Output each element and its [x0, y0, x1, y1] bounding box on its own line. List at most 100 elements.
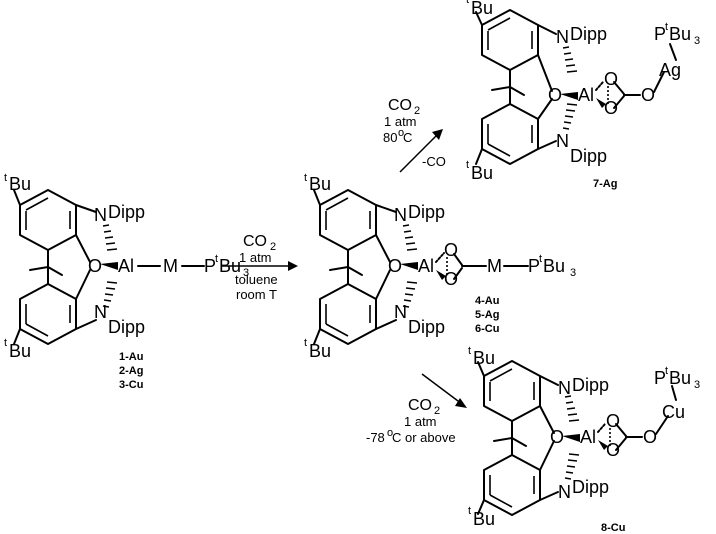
product-ag-tBu-top-t: t	[466, 0, 469, 6]
product-cu-N-bot: N	[558, 482, 571, 502]
reactant-tBu-top-t: t	[4, 172, 7, 184]
reactant-Dipp-top: Dipp	[108, 202, 145, 222]
compound-label-5-ag: 5-Ag	[475, 309, 499, 321]
intermediate-PBu: Bu	[543, 256, 565, 276]
reactant-tBu-top: Bu	[9, 174, 31, 194]
reactant-Dipp-bot: Dipp	[108, 317, 145, 337]
product-ag-N-top: N	[556, 27, 569, 47]
down-arrow-co2: CO	[408, 397, 432, 414]
down-arrow-pressure: 1 atm	[404, 414, 437, 429]
product-ag-O-b: O	[604, 98, 618, 118]
product-ag-PBu-3: 3	[694, 35, 700, 47]
main-arrow-pressure: 1 atm	[239, 250, 272, 265]
compound-label-1-au: 1-Au	[119, 351, 143, 363]
compound-label-6-cu: 6-Cu	[475, 323, 499, 335]
up-arrow-temp-unit: C	[403, 130, 412, 145]
reactant-PBu-3: 3	[243, 267, 249, 279]
compound-label-2-ag: 2-Ag	[119, 365, 143, 377]
intermediate-O-b: O	[444, 269, 458, 289]
reactant-M: M	[163, 256, 178, 276]
intermediate-P: P	[528, 256, 540, 276]
reactant-P: P	[204, 256, 216, 276]
up-arrow-deg: o	[398, 127, 404, 139]
intermediate-tBu-bot: Bu	[309, 341, 331, 361]
product-ag-N-bot: N	[556, 131, 569, 151]
compound-label-4-au: 4-Au	[475, 295, 499, 307]
product-cu-O-a: O	[606, 411, 620, 431]
main-arrow-co2-2: 2	[270, 241, 276, 253]
reactant-Al: Al	[118, 256, 134, 276]
intermediate-N-top: N	[394, 205, 407, 225]
up-arrow-temp: 80	[383, 130, 397, 145]
product-cu-PBu-3: 3	[694, 379, 700, 391]
intermediate-N-bot: N	[394, 302, 407, 322]
product-ag-Al: Al	[578, 85, 594, 105]
compound-label-7-ag: 7-Ag	[593, 178, 617, 190]
down-arrow-temp: -78	[366, 430, 385, 445]
intermediate-tBu-bot-t: t	[304, 337, 307, 349]
product-cu-O-b: O	[606, 440, 620, 460]
intermediate-Dipp-bot: Dipp	[408, 317, 445, 337]
reactant-P-t: t	[215, 253, 218, 265]
product-cu-O-c: O	[643, 427, 657, 447]
up-arrow-co2-2: 2	[414, 105, 420, 117]
product-ag-O-c: O	[641, 85, 655, 105]
product-cu-Dipp-bot: Dipp	[572, 477, 609, 497]
intermediate-PBu-3: 3	[570, 267, 576, 279]
compound-label-8-cu: 8-Cu	[601, 522, 625, 534]
product-cu-Dipp-top: Dipp	[572, 375, 609, 395]
product-cu-O-ring: O	[550, 427, 564, 447]
intermediate-O-a: O	[444, 240, 458, 260]
product-ag-O-ring: O	[548, 85, 562, 105]
reactant-N-bot: N	[94, 302, 107, 322]
up-arrow: CO 2 1 atm 80 o C -CO	[383, 97, 446, 173]
reactant-tBu-bot: Bu	[9, 341, 31, 361]
product-ag-metal: Ag	[659, 60, 681, 80]
intermediate-O-ring: O	[388, 256, 402, 276]
compound-label-3-cu: 3-Cu	[119, 379, 143, 391]
product-ag-tBu-top: Bu	[471, 0, 493, 18]
down-arrow: CO 2 1 atm -78 o C or above	[366, 373, 467, 445]
product-cu-P: P	[654, 368, 666, 388]
product-ag-structure: O Al O O O Ag P t Bu 3 N Dipp N Dipp t B…	[466, 0, 700, 190]
product-cu-tBu-bot: Bu	[473, 509, 495, 529]
main-arrow-co2: CO	[243, 233, 267, 250]
product-cu-Al: Al	[580, 427, 596, 447]
main-arrow: CO 2 1 atm toluene room T	[222, 233, 298, 302]
product-ag-Dipp-bot: Dipp	[570, 146, 607, 166]
up-arrow-co2: CO	[388, 97, 412, 114]
product-cu-tBu-top-t: t	[468, 345, 471, 357]
product-ag-tBu-bot: Bu	[471, 163, 493, 183]
product-cu-tBu-top: Bu	[473, 348, 495, 368]
reactant-N-top: N	[94, 205, 107, 225]
product-ag-O-a: O	[604, 69, 618, 89]
intermediate-Al: Al	[418, 256, 434, 276]
product-ag-PBu: Bu	[669, 24, 691, 44]
intermediate-M: M	[487, 256, 502, 276]
product-cu-structure: O Al O O O Cu P t Bu 3 N Dipp N Dipp t B…	[468, 345, 700, 534]
intermediate-tBu-top-t: t	[304, 172, 307, 184]
down-arrow-co2-2: 2	[434, 405, 440, 417]
up-arrow-pressure: 1 atm	[384, 114, 417, 129]
product-cu-tBu-bot-t: t	[468, 505, 471, 517]
intermediate-tBu-top: Bu	[309, 174, 331, 194]
product-cu-metal: Cu	[662, 402, 685, 422]
product-ag-tBu-bot-t: t	[466, 159, 469, 171]
down-arrow-temp-unit: C or above	[392, 430, 456, 445]
intermediate-Dipp-top: Dipp	[408, 202, 445, 222]
product-ag-P: P	[654, 24, 666, 44]
product-cu-PBu: Bu	[669, 368, 691, 388]
main-arrow-temp: room T	[236, 287, 277, 302]
down-arrow-deg: o	[387, 427, 393, 439]
product-ag-P-t: t	[665, 21, 668, 33]
main-arrow-solvent: toluene	[235, 272, 278, 287]
reactant-O: O	[88, 256, 102, 276]
up-arrow-loss: -CO	[422, 154, 446, 169]
product-cu-N-top: N	[558, 378, 571, 398]
product-cu-P-t: t	[665, 365, 668, 377]
intermediate-structure: O Al O O M P t Bu 3 N Dipp N Dipp t Bu t…	[304, 172, 576, 361]
reactant-tBu-bot-t: t	[4, 337, 7, 349]
product-ag-Dipp-top: Dipp	[570, 24, 607, 44]
